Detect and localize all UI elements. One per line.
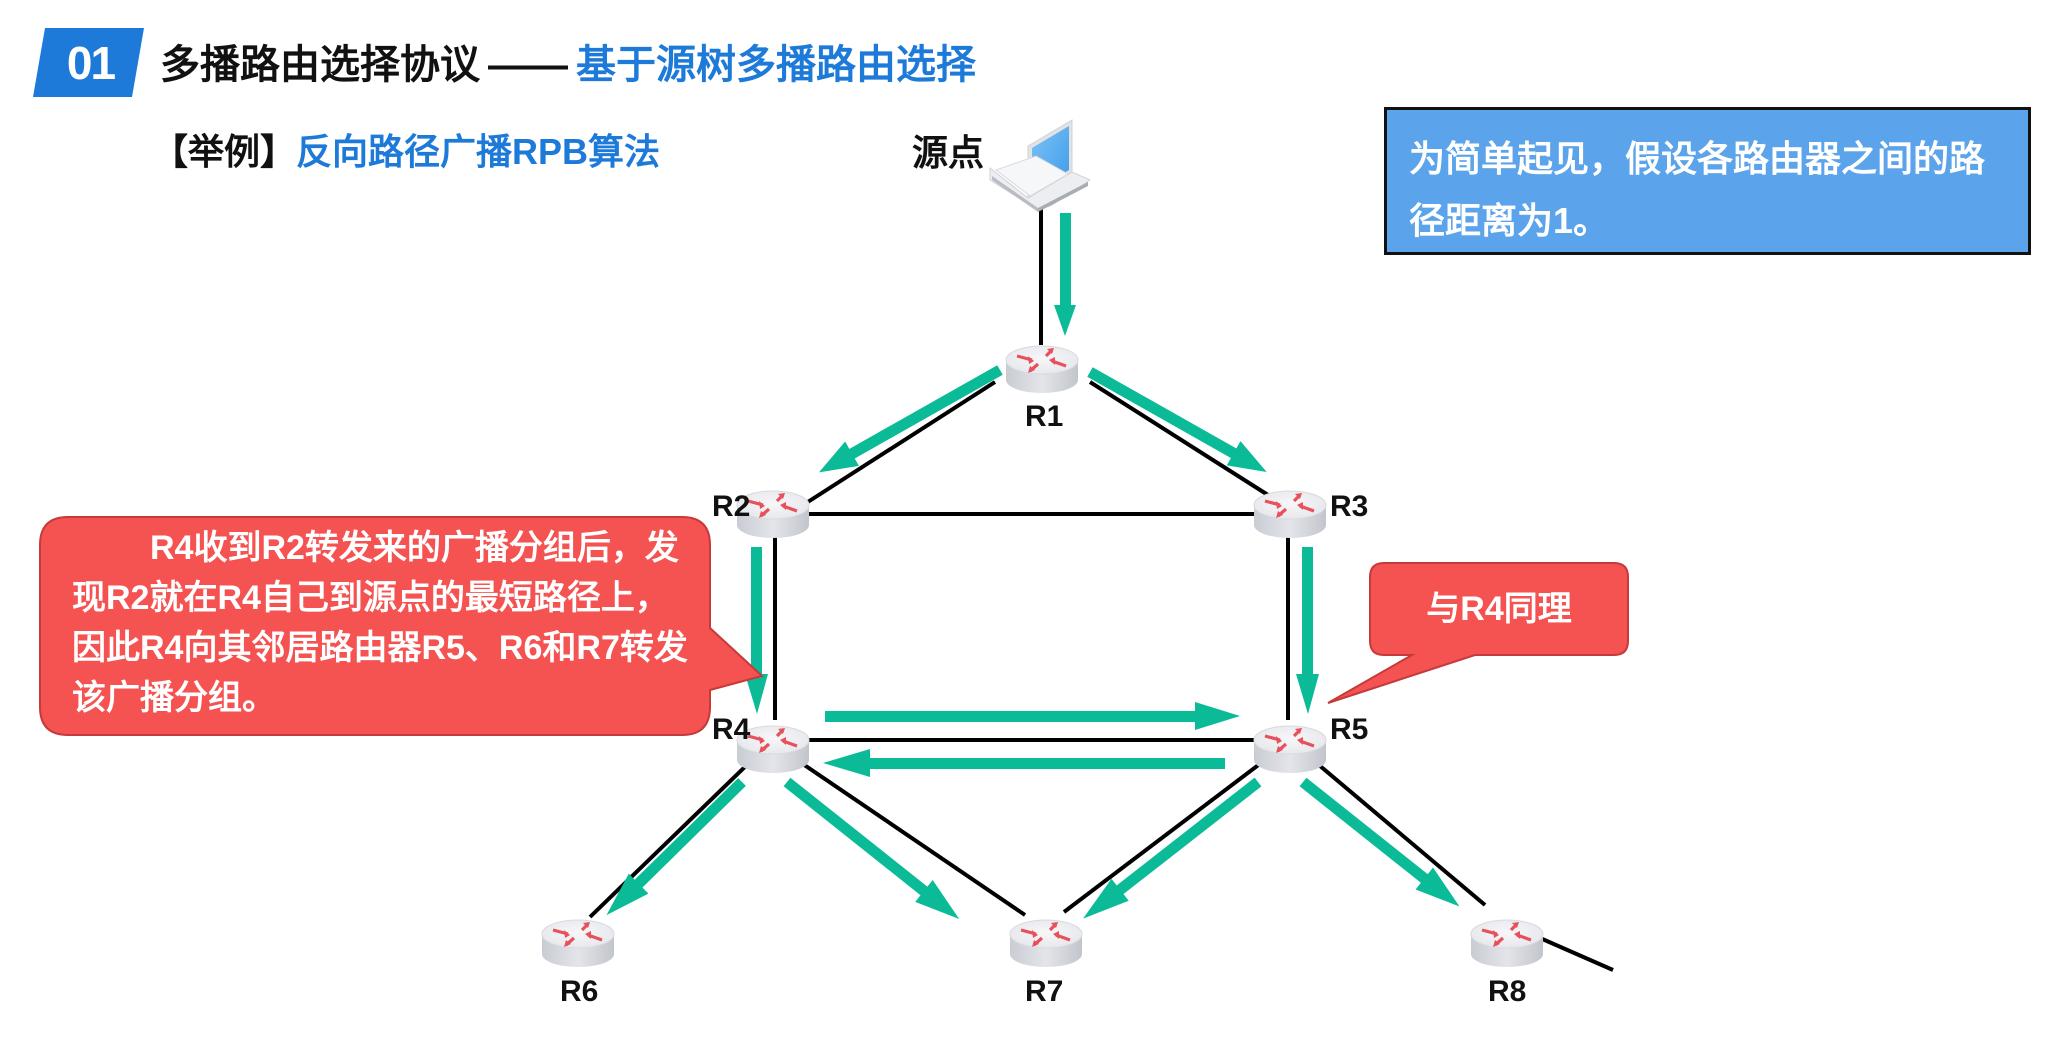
arrow-source-r1 bbox=[1054, 213, 1076, 336]
link-r4-r7 bbox=[795, 758, 1027, 917]
router-label-r2: R2 bbox=[712, 490, 751, 523]
callout-r5-bubble bbox=[1327, 562, 1629, 704]
router-r6-icon[interactable] bbox=[540, 918, 616, 969]
router-r1-icon[interactable] bbox=[1004, 344, 1080, 395]
badge-number: 01 bbox=[66, 36, 116, 89]
arrow-r3-r5 bbox=[1296, 547, 1319, 714]
page-title: 多播路由选择协议——基于源树多播路由选择 bbox=[160, 40, 976, 90]
arrow-r4-r7 bbox=[783, 777, 960, 919]
callout-r4-bubble bbox=[39, 516, 765, 736]
router-r3-icon[interactable] bbox=[1252, 489, 1328, 540]
router-label-r1: R1 bbox=[1025, 400, 1064, 433]
router-label-r4: R4 bbox=[712, 713, 751, 746]
laptop-icon bbox=[989, 119, 1092, 212]
link-r1-r2 bbox=[798, 380, 997, 509]
title-sub: 基于源树多播路由选择 bbox=[576, 43, 976, 87]
title-main: 多播路由选择协议 bbox=[160, 43, 480, 87]
section-badge: 01 bbox=[33, 28, 144, 97]
arrow-r5-r7 bbox=[1083, 777, 1262, 919]
example-subtitle: 【举例】反向路径广播RPB算法 bbox=[152, 128, 660, 176]
router-label-r3: R3 bbox=[1330, 490, 1369, 523]
badge-parallelogram bbox=[33, 28, 144, 97]
source-label: 源点 bbox=[912, 132, 985, 173]
arrow-r2-r4 bbox=[745, 547, 768, 714]
arrow-r1-r3 bbox=[1087, 367, 1267, 472]
router-r5-icon[interactable] bbox=[1252, 724, 1328, 775]
router-label-r8: R8 bbox=[1488, 975, 1527, 1008]
arrow-r4-r5 bbox=[825, 702, 1240, 730]
links bbox=[588, 205, 1614, 972]
router-r8-icon[interactable] bbox=[1469, 918, 1545, 969]
arrow-r4-r6 bbox=[606, 778, 746, 916]
example-topic: 反向路径广播RPB算法 bbox=[296, 131, 661, 172]
title-dash: —— bbox=[488, 43, 568, 87]
link-r5-r7 bbox=[1062, 758, 1267, 914]
router-r7-icon[interactable] bbox=[1008, 918, 1084, 969]
arrow-r5-r4 bbox=[823, 749, 1225, 777]
router-label-r7: R7 bbox=[1025, 975, 1064, 1008]
link-r5-r8 bbox=[1311, 758, 1487, 907]
link-r1-r3 bbox=[1088, 380, 1270, 497]
router-label-r5: R5 bbox=[1330, 713, 1369, 746]
link-r8-external bbox=[1539, 936, 1614, 972]
callout-r5-text: 与R4同理 bbox=[1426, 590, 1572, 628]
router-label-r6: R6 bbox=[560, 975, 599, 1008]
forwarding-arrows bbox=[606, 213, 1460, 919]
link-r4-r6 bbox=[588, 758, 754, 919]
arrow-r5-r8 bbox=[1299, 777, 1460, 907]
example-bracket-label: 【举例】 bbox=[152, 131, 297, 172]
arrow-r1-r2 bbox=[818, 365, 1003, 473]
callout-r4-text: R4收到R2转发来的广播分组后，发现R2就在R4自己到源点的最短路径上，因此R4… bbox=[72, 529, 688, 717]
assumption-note: 为简单起见，假设各路由器之间的路径距离为1。 bbox=[1384, 107, 2031, 255]
